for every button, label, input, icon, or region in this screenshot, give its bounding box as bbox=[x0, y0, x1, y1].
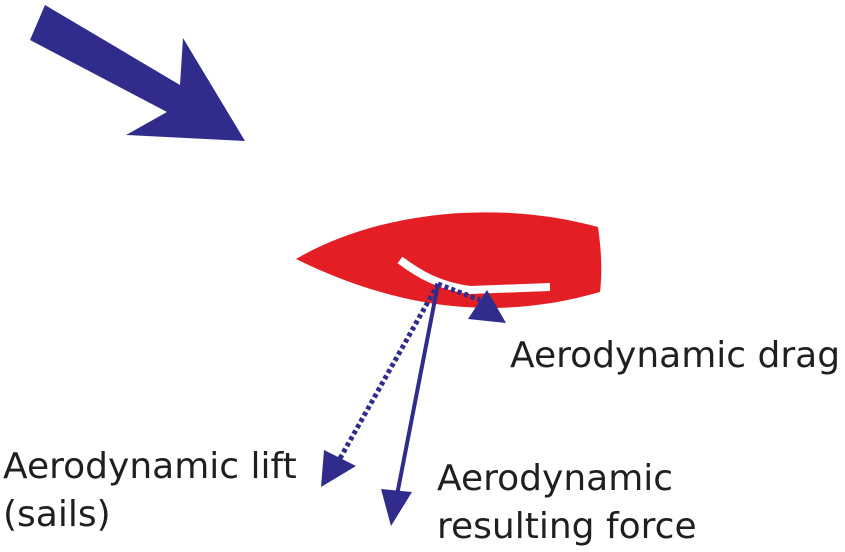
lift-arrow-shaft bbox=[335, 282, 441, 464]
wind-arrow-icon bbox=[30, 5, 245, 141]
lift-label-line1: Aerodynamic lift bbox=[3, 446, 297, 487]
drag-label: Aerodynamic drag bbox=[510, 335, 840, 376]
boat-hull bbox=[296, 212, 602, 308]
lift-label-line2: (sails) bbox=[3, 494, 111, 535]
resulting-force-arrowhead-icon bbox=[381, 489, 412, 526]
resulting-force-arrow-shaft bbox=[395, 283, 440, 496]
drag-arrow-shaft bbox=[437, 281, 481, 303]
lift-arrowhead-icon bbox=[321, 450, 356, 487]
resulting-force-label-line2: resulting force bbox=[437, 506, 697, 547]
drag-arrowhead-icon bbox=[468, 290, 506, 323]
resulting-force-label-line1: Aerodynamic bbox=[437, 458, 673, 499]
sail bbox=[397, 256, 551, 295]
